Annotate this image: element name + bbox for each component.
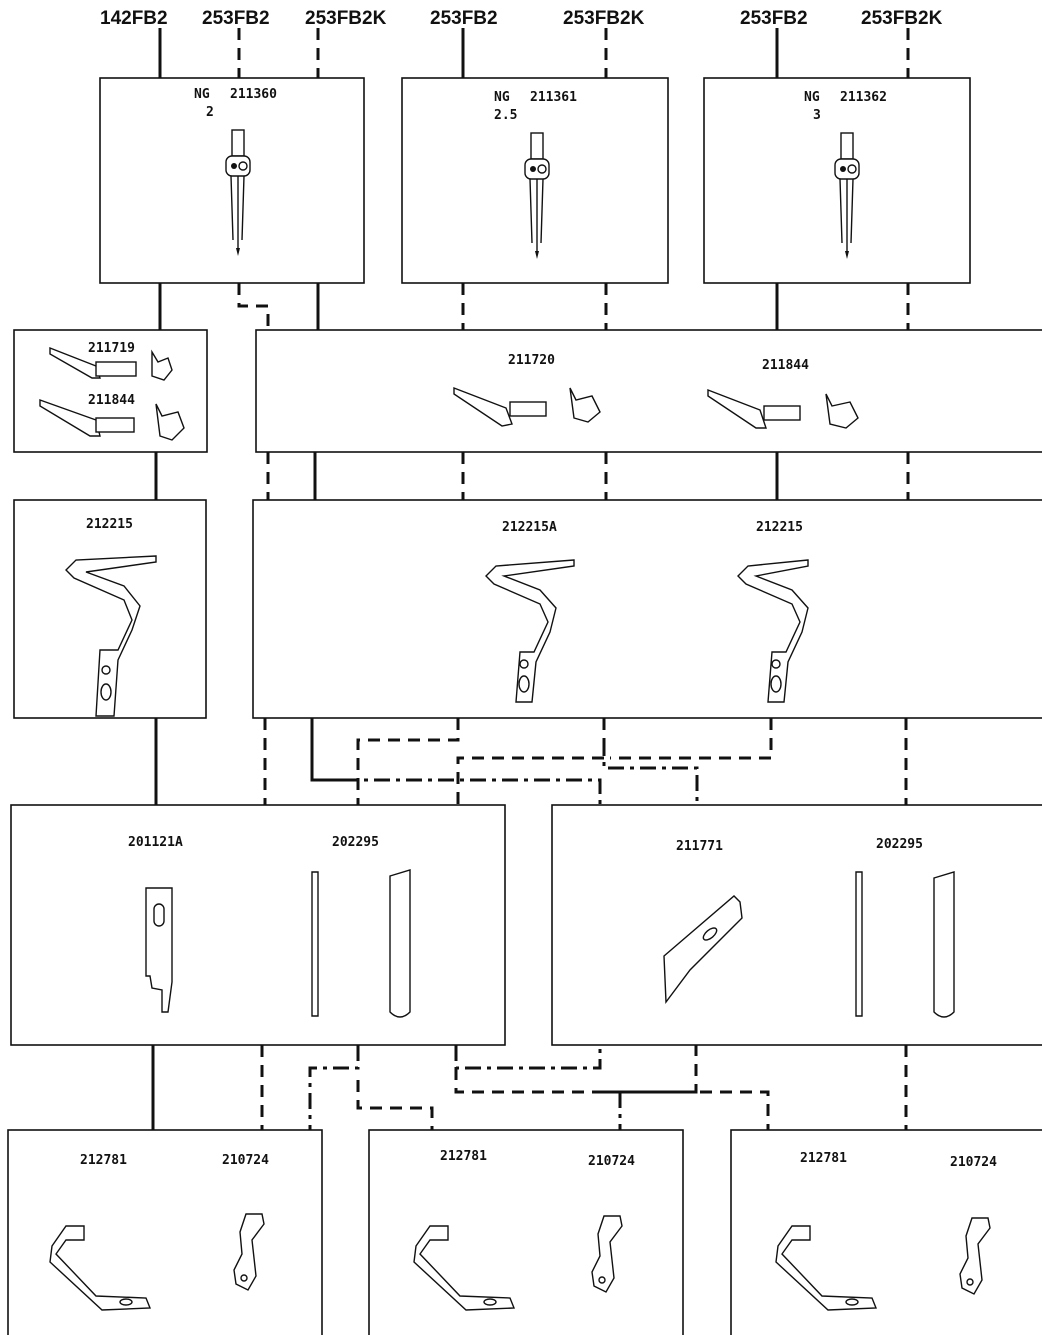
- gauge-value: 2.5: [494, 108, 517, 123]
- looper-illustration: [485, 559, 809, 703]
- part-number: 210724: [588, 1154, 635, 1169]
- bottom-box: 212781 210724: [7, 1129, 323, 1335]
- lever-illustration: [39, 346, 185, 441]
- part-number: 210724: [950, 1155, 997, 1170]
- part-number: 202295: [876, 837, 923, 852]
- part-number: 212781: [80, 1153, 127, 1168]
- looper-box-right: 212215A 212215: [252, 499, 1042, 719]
- part-number: 212215: [756, 520, 803, 535]
- model-label: 142FB2: [100, 8, 168, 29]
- lever-box-left: 211719 211844: [13, 329, 208, 453]
- part-number: 211720: [508, 353, 555, 368]
- bottom-box: 212781 210724: [368, 1129, 684, 1335]
- part-number: 212781: [440, 1149, 487, 1164]
- looper-holder-illustration: [49, 1213, 265, 1311]
- part-number: 211361: [530, 90, 577, 105]
- model-label: 253FB2: [202, 8, 270, 29]
- part-number: 211771: [676, 839, 723, 854]
- part-number: 210724: [222, 1153, 269, 1168]
- looper-holder-illustration: [775, 1217, 991, 1311]
- part-number: 201121A: [128, 835, 183, 850]
- needle-bar-box: NG 211360 2: [99, 77, 365, 284]
- ng-label: NG: [194, 87, 210, 102]
- knife-illustration: [145, 869, 411, 1018]
- needle-clamp-illustration: [524, 132, 550, 259]
- gauge-value: 3: [813, 108, 821, 123]
- part-number: 211719: [88, 341, 135, 356]
- ng-label: NG: [804, 90, 820, 105]
- looper-holder-illustration: [413, 1215, 623, 1311]
- model-label: 253FB2: [430, 8, 498, 29]
- needle-clamp-illustration: [834, 132, 860, 259]
- model-label: 253FB2K: [861, 8, 943, 29]
- lever-illustration: [453, 386, 859, 429]
- part-number: 211844: [762, 358, 809, 373]
- needle-bar-box: NG 211362 3: [703, 77, 971, 284]
- looper-box-left: 212215: [13, 499, 207, 719]
- lever-box-right: 211720 211844: [255, 329, 1042, 453]
- connector-lines: [151, 28, 910, 1130]
- model-label: 253FB2K: [563, 8, 645, 29]
- part-number: 211362: [840, 90, 887, 105]
- model-label: 253FB2: [740, 8, 808, 29]
- model-label: 253FB2K: [305, 8, 387, 29]
- knife-box-left: 201121A 202295: [10, 804, 506, 1046]
- needle-bar-box: NG 211361 2.5: [401, 77, 669, 284]
- part-number: 212781: [800, 1151, 847, 1166]
- part-number: 211844: [88, 393, 135, 408]
- looper-illustration: [65, 555, 157, 717]
- part-number: 212215A: [502, 520, 557, 535]
- bottom-box: 212781 210724: [730, 1129, 1042, 1335]
- knife-box-right: 211771 202295: [551, 804, 1042, 1046]
- part-number: 202295: [332, 835, 379, 850]
- knife-illustration: [663, 871, 955, 1018]
- part-number: 212215: [86, 517, 133, 532]
- gauge-value: 2: [206, 105, 214, 120]
- part-number: 211360: [230, 87, 277, 102]
- model-labels: 142FB2 253FB2 253FB2K 253FB2 253FB2K 253…: [100, 8, 943, 29]
- needle-clamp-illustration: [225, 129, 251, 256]
- ng-label: NG: [494, 90, 510, 105]
